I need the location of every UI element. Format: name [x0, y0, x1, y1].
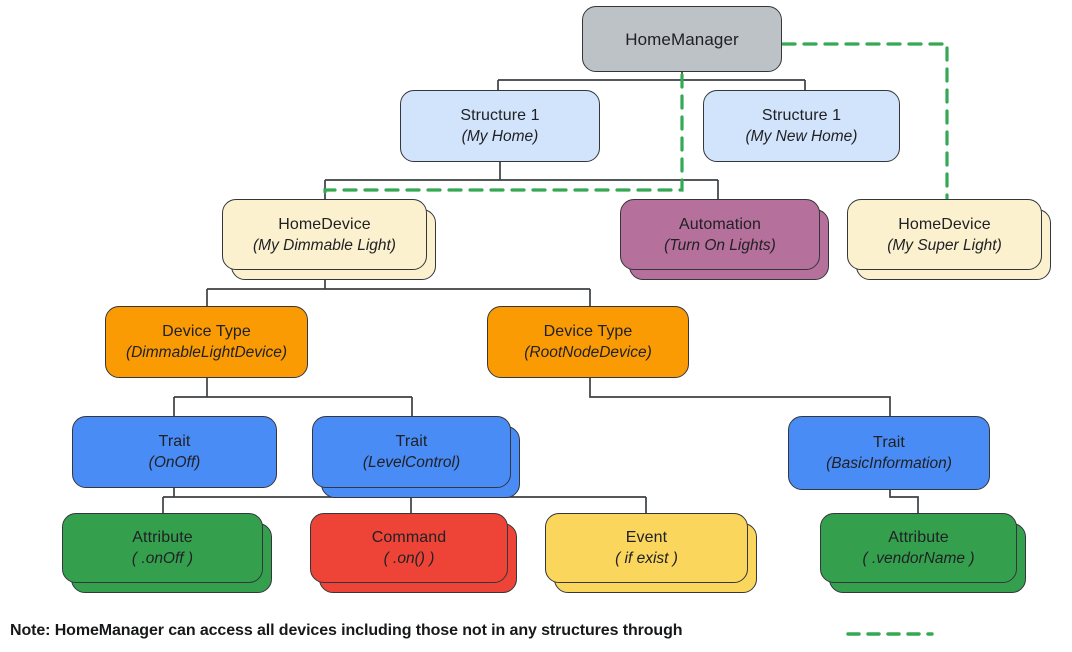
- node-home-device-super: HomeDevice (My Super Light): [847, 199, 1051, 280]
- node-command-on: Command ( .on() ): [310, 513, 517, 593]
- node-trait-onoff: Trait (OnOff): [72, 416, 277, 488]
- node-title: HomeDevice: [898, 215, 991, 233]
- node-subtitle: (RootNodeDevice): [524, 344, 652, 361]
- node-title: Automation: [679, 215, 761, 233]
- node-subtitle: (OnOff): [148, 454, 201, 471]
- node-subtitle: ( .onOff ): [131, 550, 194, 567]
- dashed-access-path-dimmable-light: [323, 73, 684, 200]
- node-title: Trait: [395, 433, 428, 450]
- node-title: Command: [371, 529, 447, 546]
- node-subtitle: (DimmableLightDevice): [125, 344, 288, 361]
- node-automation: Automation (Turn On Lights): [620, 199, 829, 280]
- node-subtitle: (BasicInformation): [826, 455, 952, 472]
- node-title: Device Type: [162, 323, 251, 340]
- node-title: Trait: [873, 434, 905, 451]
- node-subtitle: (My Home): [461, 128, 539, 145]
- node-attribute-onoff: Attribute ( .onOff ): [62, 513, 272, 593]
- node-attribute-vendorname: Attribute ( .vendorName ): [820, 513, 1026, 593]
- node-title: HomeDevice: [278, 215, 371, 233]
- node-title: Attribute: [132, 529, 193, 546]
- node-title: HomeManager: [625, 29, 739, 49]
- node-trait-levelcontrol: Trait (LevelControl): [312, 416, 520, 498]
- node-subtitle: (My New Home): [745, 128, 858, 145]
- node-subtitle: (Turn On Lights): [664, 236, 776, 254]
- node-trait-basicinformation: Trait (BasicInformation): [788, 416, 990, 490]
- node-title: Structure 1: [761, 107, 842, 124]
- node-device-type-dimmable: Device Type (DimmableLightDevice): [105, 306, 308, 378]
- node-home-device-dimmable: HomeDevice (My Dimmable Light): [222, 199, 436, 280]
- dashed-access-path-super-light: [781, 42, 949, 200]
- node-title: Trait: [158, 433, 191, 450]
- node-title: Attribute: [888, 529, 949, 546]
- node-subtitle: (My Dimmable Light): [253, 236, 396, 254]
- node-subtitle: ( .vendorName ): [862, 550, 975, 567]
- node-subtitle: (My Super Light): [887, 236, 1002, 254]
- node-subtitle: ( if exist ): [615, 550, 678, 567]
- node-home-manager: HomeManager: [582, 6, 782, 72]
- node-subtitle: (LevelControl): [362, 454, 461, 471]
- node-structure-my-new-home: Structure 1 (My New Home): [703, 90, 900, 162]
- node-device-type-rootnode: Device Type (RootNodeDevice): [487, 306, 689, 378]
- node-subtitle: ( .on() ): [383, 550, 435, 567]
- node-title: Device Type: [543, 323, 633, 340]
- node-title: Structure 1: [460, 107, 540, 124]
- node-title: Event: [625, 529, 668, 546]
- node-event-ifexist: Event ( if exist ): [545, 513, 757, 593]
- footnote-text: Note: HomeManager can access all devices…: [10, 622, 683, 639]
- node-structure-my-home: Structure 1 (My Home): [400, 90, 600, 162]
